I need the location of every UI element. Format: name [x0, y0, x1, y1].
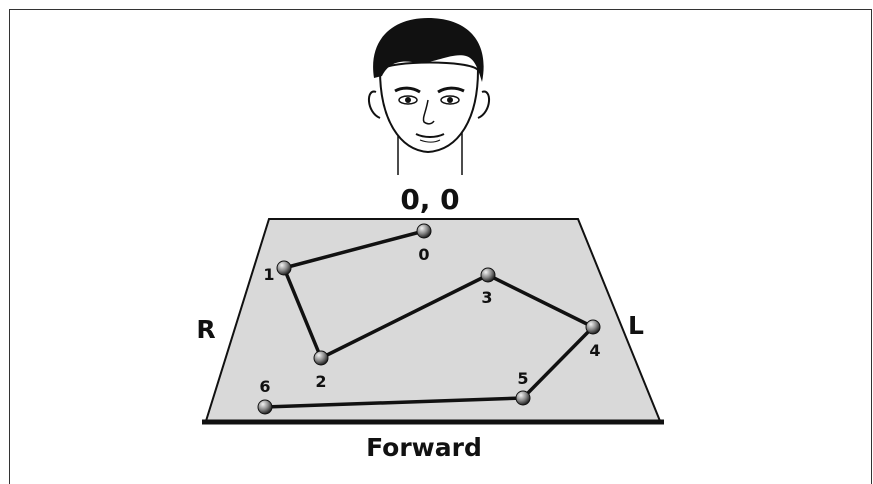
node-label-5: 5: [517, 369, 528, 388]
node-label-3: 3: [481, 288, 492, 307]
side-label-right: R: [196, 315, 215, 344]
face-icon: [369, 18, 489, 175]
node-1: [277, 261, 291, 275]
node-label-1: 1: [263, 265, 274, 284]
node-label-2: 2: [315, 372, 326, 391]
node-label-0: 0: [418, 245, 429, 264]
node-3: [481, 268, 495, 282]
origin-label: 0, 0: [400, 183, 459, 216]
node-0: [417, 224, 431, 238]
node-5: [516, 391, 530, 405]
node-label-4: 4: [589, 341, 600, 360]
forward-label: Forward: [366, 433, 482, 462]
node-2: [314, 351, 328, 365]
node-6: [258, 400, 272, 414]
side-label-left: L: [628, 311, 644, 340]
node-label-6: 6: [259, 377, 270, 396]
node-4: [586, 320, 600, 334]
